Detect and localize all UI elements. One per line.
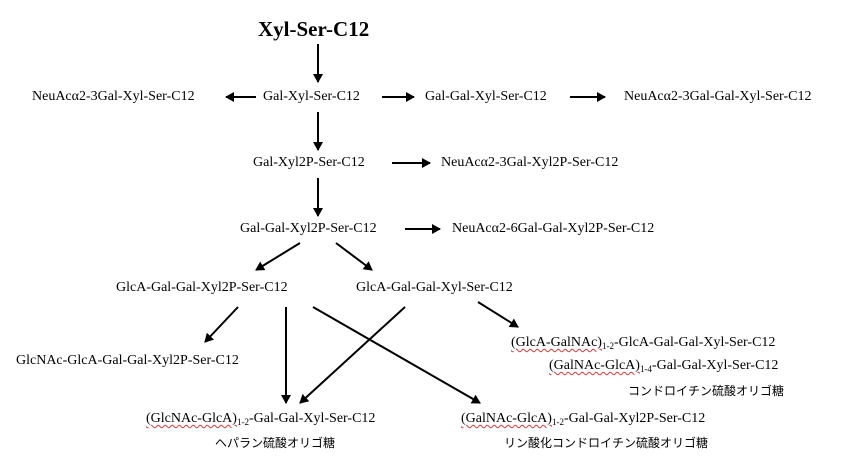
row1-left-compound: NeuAcα2-3Gal-Xyl-Ser-C12 [32,89,195,104]
row1-right2-compound: NeuAcα2-3Gal-Gal-Xyl-Ser-C12 [624,89,812,104]
heparan-rest: -Gal-Gal-Xyl-Ser-C12 [248,411,376,426]
row4-left-compound: GlcA-Gal-Gal-Xyl2P-Ser-C12 [116,280,288,295]
arrow-glca-xyl-to-chondroitin [477,301,519,328]
phospho-subscript: 1-2 [551,417,564,427]
heparan-compound: (GlcNAc-GlcA)1-2-Gal-Gal-Xyl-Ser-C12 [146,411,375,430]
chondroitin-caption: コンドロイチン硫酸オリゴ糖 [628,384,785,398]
row1-center-compound: Gal-Xyl-Ser-C12 [263,89,360,104]
row2-center-compound: Gal-Xyl2P-Ser-C12 [253,155,365,170]
phospho-repeat: (GalNAc-GlcA) [461,411,552,426]
chondroitin-line2-repeat: (GalNAc-GlcA) [549,358,640,373]
chondroitin-line2-rest: -Gal-Gal-Xyl-Ser-C12 [651,358,779,373]
arrow-galgalxyl2p-to-glca-xyl2p [255,242,301,271]
phospho-compound: (GalNAc-GlcA)1-2-Gal-Gal-Xyl2P-Ser-C12 [461,411,705,430]
row1-right1-compound: Gal-Gal-Xyl-Ser-C12 [425,89,547,104]
heparan-repeat: (GlcNAc-GlcA) [146,411,237,426]
chondroitin-line1: (GlcA-GalNAc)1-2-GlcA-Gal-Gal-Xyl-Ser-C1… [511,335,775,354]
chondroitin-line1-subscript: 1-2 [601,341,614,351]
row3-center-compound: Gal-Gal-Xyl2P-Ser-C12 [240,221,377,236]
row4-right-compound: GlcA-Gal-Gal-Xyl-Ser-C12 [356,280,513,295]
phospho-caption: リン酸化コンドロイチン硫酸オリゴ糖 [504,436,709,450]
arrow-glca-xyl2p-to-phospho [312,306,481,404]
arrow-glca-xyl2p-to-glcnac [204,306,239,343]
row3-right-compound: NeuAcα2-6Gal-Gal-Xyl2P-Ser-C12 [452,221,655,236]
phospho-rest: -Gal-Gal-Xyl2P-Ser-C12 [563,411,706,426]
row2-right-compound: NeuAcα2-3Gal-Xyl2P-Ser-C12 [441,155,619,170]
heparan-caption: ヘパラン硫酸オリゴ糖 [215,436,336,450]
chondroitin-line2: (GalNAc-GlcA)1-4-Gal-Gal-Xyl-Ser-C12 [549,358,778,377]
chondroitin-line1-rest: -GlcA-Gal-Gal-Xyl-Ser-C12 [613,335,776,350]
start-compound: Xyl-Ser-C12 [258,17,370,41]
row5-left-compound: GlcNAc-GlcA-Gal-Gal-Xyl2P-Ser-C12 [16,353,239,368]
arrow-galgalxyl2p-to-glca-xyl [335,242,373,271]
heparan-subscript: 1-2 [236,417,249,427]
chondroitin-line1-repeat: (GlcA-GalNAc) [511,335,602,350]
arrow-glca-xyl-to-heparan [299,306,406,404]
chondroitin-line2-subscript: 1-4 [639,364,652,374]
